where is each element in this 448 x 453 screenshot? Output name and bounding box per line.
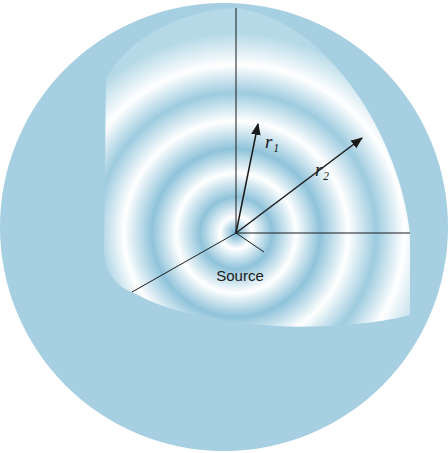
sphere [0, 3, 448, 451]
radius-arrow [236, 124, 258, 233]
cutaway-wavefronts [104, 8, 410, 327]
radius-label: r₁ [265, 131, 279, 153]
cutaway-floor [132, 233, 410, 327]
radius-label: r₂ [315, 159, 329, 181]
radius-arrow [236, 138, 362, 233]
source-label: Source [216, 267, 264, 284]
axis-line [236, 233, 410, 234]
axis-line [236, 8, 237, 233]
leader-line [236, 233, 264, 252]
